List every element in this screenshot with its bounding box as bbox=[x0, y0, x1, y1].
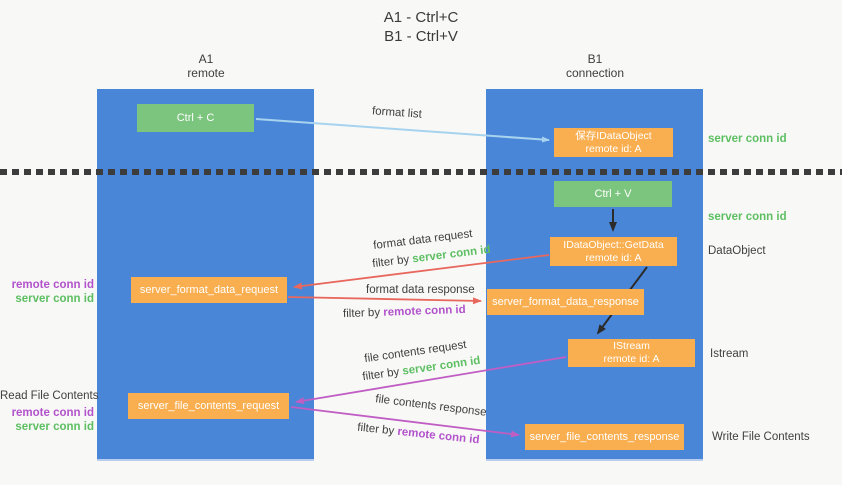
node-ctrl-v-label: Ctrl + V bbox=[594, 187, 632, 200]
label-remote-conn-id-1: remote conn id bbox=[11, 279, 94, 291]
node-server-file-contents-response-label: server_file_contents_response bbox=[529, 430, 680, 443]
node-server-file-contents-request-label: server_file_contents_request bbox=[137, 399, 280, 412]
node-idataobject-getdata: IDataObject::GetData remote id: A bbox=[550, 237, 677, 266]
node-istream: IStream remote id: A bbox=[568, 339, 695, 367]
arrow-format-data-response bbox=[287, 296, 482, 305]
flow-label-filter-remote-2: filter by remote conn id bbox=[357, 422, 480, 447]
node-server-format-data-response-label: server_format_data_response bbox=[492, 295, 639, 308]
label-server-conn-id-top: server conn id bbox=[708, 133, 787, 145]
filter-remote-conn-id: remote conn id bbox=[383, 303, 466, 319]
label-write-file-contents: Write File Contents bbox=[712, 431, 810, 443]
label-server-conn-id-left-2: server conn id bbox=[15, 421, 94, 433]
flow-label-format-list: format list bbox=[371, 105, 423, 121]
column-header-b1: B1 connection bbox=[535, 52, 655, 80]
node-ctrl-c: Ctrl + C bbox=[137, 104, 254, 132]
label-read-file-block: Read File Contents remote conn id server… bbox=[0, 389, 99, 434]
label-dataobject: DataObject bbox=[708, 245, 766, 257]
filter-by-text: filter by bbox=[361, 366, 401, 384]
title-line-2: B1 - Ctrl+V bbox=[384, 28, 458, 45]
column-b1-subtitle: connection bbox=[565, 66, 625, 80]
node-server-format-data-request: server_format_data_request bbox=[131, 277, 287, 303]
label-remote-conn-id-2: remote conn id bbox=[11, 407, 94, 419]
node-server-format-data-response: server_format_data_response bbox=[487, 289, 644, 315]
column-a1-subtitle: remote bbox=[187, 66, 225, 80]
flow-label-filter-remote-1: filter by remote conn id bbox=[343, 304, 466, 320]
diagram-title: A1 - Ctrl+C B1 - Ctrl+V bbox=[0, 8, 842, 46]
column-header-a1: A1 remote bbox=[146, 52, 266, 80]
label-conn-ids-left-top: remote conn id server conn id bbox=[0, 278, 94, 306]
node-idataobject-getdata-line2: remote id: A bbox=[585, 251, 642, 264]
node-save-idataobject-line2: remote id: A bbox=[585, 142, 642, 155]
node-save-idataobject-line1: 保存IDataObject bbox=[575, 129, 652, 142]
filter-by-text: filter by bbox=[356, 421, 395, 438]
filter-server-conn-id: server conn id bbox=[411, 243, 492, 266]
flow-label-file-contents-response: file contents response bbox=[374, 393, 488, 419]
label-read-file-contents: Read File Contents bbox=[0, 390, 99, 402]
label-istream: Istream bbox=[710, 348, 749, 360]
label-server-conn-id-left-1: server conn id bbox=[15, 293, 94, 305]
node-ctrl-v: Ctrl + V bbox=[554, 181, 672, 207]
node-ctrl-c-label: Ctrl + C bbox=[176, 111, 215, 124]
node-server-format-data-request-label: server_format_data_request bbox=[139, 283, 279, 296]
column-a1-name: A1 bbox=[198, 52, 214, 66]
node-idataobject-getdata-line1: IDataObject::GetData bbox=[563, 238, 664, 251]
node-save-idataobject: 保存IDataObject remote id: A bbox=[554, 128, 673, 157]
dotted-divider bbox=[0, 169, 842, 175]
node-istream-line2: remote id: A bbox=[603, 353, 660, 365]
node-server-file-contents-request: server_file_contents_request bbox=[128, 393, 289, 419]
node-istream-line1: IStream bbox=[613, 340, 650, 352]
filter-remote-conn-id: remote conn id bbox=[396, 425, 481, 447]
filter-by-text: filter by bbox=[342, 306, 381, 321]
column-b1-name: B1 bbox=[587, 52, 603, 66]
title-line-1: A1 - Ctrl+C bbox=[383, 9, 459, 26]
node-server-file-contents-response: server_file_contents_response bbox=[525, 424, 684, 450]
label-server-conn-id-mid: server conn id bbox=[708, 211, 787, 223]
flow-label-format-data-response: format data response bbox=[366, 284, 475, 296]
filter-by-text: filter by bbox=[371, 253, 410, 271]
